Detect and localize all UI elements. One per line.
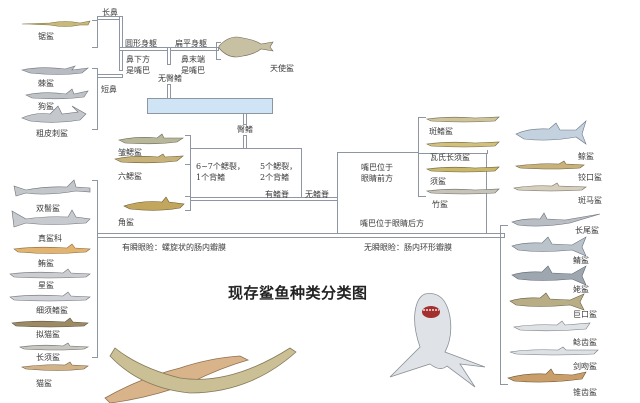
line-no-anal-v [167, 47, 171, 65]
bracket-horn [185, 196, 191, 211]
species-rough-shark: 粗皮刺鲨 [36, 129, 68, 138]
label-round-body: 圆形身躯 [125, 39, 157, 48]
fish-sawshark-icon [21, 20, 91, 27]
fish-nurse-icon [425, 166, 500, 173]
bracket-carpet [418, 117, 426, 197]
line-long-snout-v [119, 16, 123, 71]
label-no-anal-fin: 无臀鳍 [158, 74, 182, 83]
fish-smoothhound-icon [9, 268, 91, 279]
bracket-short-snout [92, 68, 98, 130]
fish-barbeled-icon [18, 342, 90, 351]
species-mackerel: 鲭鲨 [573, 256, 589, 265]
bracket-angel [216, 42, 221, 60]
label-long-snout: 长鼻 [102, 8, 118, 17]
species-wobbegong: 瓦氏长须鲨 [430, 153, 470, 162]
label-gills-5: 5个鳃裂， 2个背鳍 [260, 162, 298, 182]
species-megamouth: 巨口鲨 [573, 310, 597, 319]
line-gills-box [190, 148, 302, 200]
fish-hammerhead-icon [13, 179, 91, 197]
species-porbeagle: 姥鲨 [573, 285, 589, 294]
species-zebra-shark: 斑马鲨 [578, 196, 602, 205]
fish-tope-icon [13, 243, 91, 254]
species-false-cat: 拟猫鲨 [36, 330, 60, 339]
label-mouth-behind-eyes: 嘴巴位于眼睛后方 [360, 219, 424, 228]
species-sixgill: 六鳃鲨 [118, 172, 142, 181]
line-anal-fin-v2 [243, 135, 247, 149]
species-smoothhound: 星鲨 [38, 281, 54, 290]
label-mouth-before-eyes: 嘴巴位于 眼睛前方 [361, 163, 393, 183]
species-thresher: 长尾鲨 [575, 226, 599, 235]
species-hammerhead: 双髻鲨 [36, 204, 60, 213]
line-carpet-h [418, 150, 488, 154]
species-nurse: 须鲨 [430, 177, 446, 186]
fish-thresher-icon [511, 212, 601, 227]
fish-horn-shark-icon [123, 196, 185, 211]
species-sand-tiger: 锥齿鲨 [573, 388, 597, 397]
species-frilled-shark: 皱鳃鲨 [118, 148, 142, 157]
fish-whale-shark-icon [515, 120, 587, 145]
fish-finback-icon [9, 291, 91, 302]
swimming-catsharks-illustration [104, 347, 297, 403]
species-goblin-like: 鲶齿鲨 [573, 338, 597, 347]
fish-zebra-shark-icon [513, 182, 587, 192]
species-dogfish: 棘鲨 [38, 79, 54, 88]
label-no-nictitating-ring: 无瞬眼睑：肠内环形瓣膜 [364, 243, 452, 252]
fish-rough-shark-icon [21, 105, 87, 123]
fish-mackerel-icon [511, 236, 587, 257]
fish-sixgill-icon [114, 153, 184, 164]
fish-catshark-icon [20, 361, 89, 371]
fish-goblin-icon [509, 346, 599, 356]
line-anal-fin-v [243, 113, 247, 125]
line-no-anal-v2 [167, 84, 171, 99]
fish-megamouth-icon [509, 292, 585, 311]
fish-porbeagle-icon [511, 265, 587, 286]
label-short-snout: 短鼻 [101, 85, 117, 94]
line-main-h [97, 233, 505, 238]
bracket-left-group [92, 180, 98, 358]
diagram-title: 现存鲨鱼种类分类图 [228, 284, 368, 302]
species-catshark: 猫鲨 [36, 379, 52, 388]
great-white-illustration [389, 293, 486, 388]
fish-goblin-like-icon [513, 320, 591, 332]
label-gills-6-7: 6~7个鳃裂， 1个背鳍 [196, 162, 245, 182]
fish-sand-tiger-icon [507, 368, 587, 383]
fish-spurdog-icon [25, 88, 89, 100]
fish-false-cat-icon [11, 317, 89, 328]
label-mouth-below-snout: 鼻下方 是嘴巴 [126, 55, 150, 75]
bracket-right-group [500, 225, 508, 385]
label-nictitating-spiral: 有瞬眼睑：螺旋状的肠内瓣膜 [122, 243, 226, 252]
fish-blind-shark-icon [514, 160, 585, 170]
species-tope: 鲔鲨 [38, 259, 54, 268]
bracket-sawshark [92, 20, 98, 48]
species-angel-shark: 天使鲨 [270, 64, 294, 73]
root-bar [147, 98, 273, 114]
species-goblin: 剑吻鲨 [573, 362, 597, 371]
label-anal-fin: 臀鳍 [237, 125, 253, 134]
fish-requiem-icon [11, 209, 91, 228]
fish-dogfish-icon [20, 65, 89, 75]
fish-collared-carpet-icon [425, 116, 500, 123]
species-whale-shark: 鲸鲨 [578, 152, 594, 161]
label-fin-spines: 有鳍脊 [265, 190, 289, 199]
species-spurdog: 狗鲨 [38, 102, 54, 111]
fish-frilled-shark-icon [118, 133, 184, 145]
fish-wobbegong-icon [425, 141, 500, 148]
species-requiem: 真鲨科 [38, 234, 62, 243]
species-horn-shark: 角鲨 [118, 218, 134, 227]
fish-angel-shark-icon [218, 36, 274, 58]
species-finback: 细须鳍鲨 [36, 306, 68, 315]
label-no-fin-spines: 无鳍脊 [305, 190, 329, 199]
label-mouth-at-snout-end: 鼻末端 是嘴巴 [181, 55, 205, 75]
line-short-snout-h [97, 74, 123, 78]
label-flat-body: 扁平身躯 [175, 39, 207, 48]
species-bamboo: 竹鲨 [432, 200, 448, 209]
species-blind-shark: 铰口鲨 [578, 173, 602, 182]
species-sawshark: 锯鲨 [38, 32, 54, 41]
bracket-frilled [185, 135, 191, 165]
species-barbeled: 长须鲨 [36, 353, 60, 362]
species-collared-carpet: 斑鳍鲨 [429, 127, 453, 136]
fish-bamboo-icon [425, 188, 500, 195]
